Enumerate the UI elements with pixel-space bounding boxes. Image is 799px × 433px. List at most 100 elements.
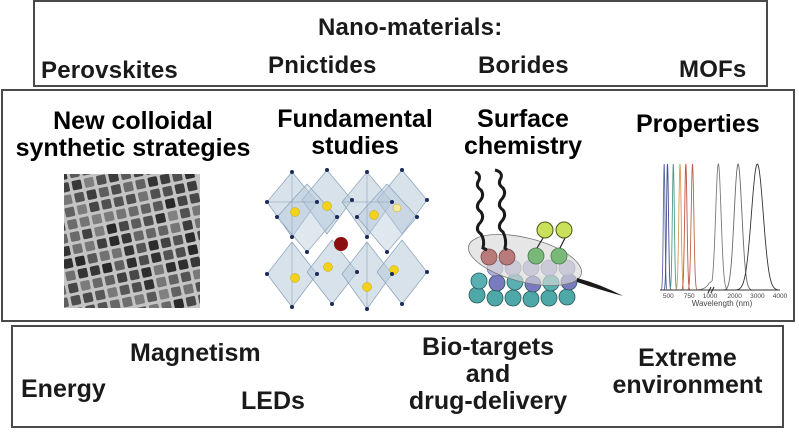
extreme-line1: Extreme bbox=[638, 344, 737, 372]
spectrum-xtick: 3000 bbox=[750, 293, 765, 300]
nanocube bbox=[130, 218, 142, 229]
nanocube bbox=[147, 176, 159, 187]
nanocube bbox=[168, 274, 180, 285]
fundamental-title: Fundamental studies bbox=[258, 106, 452, 160]
spectrum-xtick: 500 bbox=[663, 293, 674, 300]
nanocube bbox=[94, 289, 106, 301]
nanocube bbox=[64, 258, 74, 269]
nanocube bbox=[135, 178, 146, 190]
nanocube bbox=[120, 174, 132, 180]
nanocube bbox=[185, 295, 197, 307]
nanocube bbox=[138, 254, 150, 266]
nanocube bbox=[64, 194, 73, 206]
nanocube bbox=[121, 232, 132, 244]
spectrum-xlabel: Wavelength (nm) bbox=[692, 299, 753, 308]
nanocube bbox=[121, 296, 133, 308]
nanocube bbox=[131, 281, 143, 293]
spectrum-peak bbox=[687, 163, 698, 291]
nanocube bbox=[133, 230, 145, 242]
nanocube bbox=[132, 174, 144, 178]
nanocube bbox=[197, 229, 200, 241]
nanocube bbox=[173, 298, 185, 308]
nanocube bbox=[104, 274, 116, 286]
nanocube bbox=[82, 292, 94, 303]
nanocube bbox=[76, 204, 88, 215]
nanocube bbox=[189, 192, 200, 204]
nanocube bbox=[155, 212, 167, 224]
nanocube bbox=[72, 243, 84, 255]
nanocube bbox=[128, 205, 139, 217]
nanocube bbox=[175, 247, 187, 258]
spectrum-peak bbox=[724, 163, 752, 291]
perovskite-octahedra-structure bbox=[265, 168, 429, 311]
nanocube bbox=[64, 245, 71, 257]
nanocube bbox=[136, 242, 147, 254]
nanocube bbox=[64, 174, 68, 181]
nanocube bbox=[150, 252, 162, 263]
surface-title-line1: Surface bbox=[477, 105, 569, 133]
nanocube bbox=[143, 215, 154, 227]
nanocube bbox=[96, 238, 108, 249]
nanocube bbox=[141, 267, 152, 278]
nanocube bbox=[184, 174, 195, 180]
nanocube bbox=[123, 181, 134, 193]
nanocube bbox=[74, 191, 85, 203]
nanocube bbox=[99, 250, 111, 262]
spectrum-peak bbox=[660, 163, 668, 290]
nanocube bbox=[86, 189, 98, 200]
nanocube bbox=[126, 257, 138, 269]
nanocube bbox=[108, 174, 119, 183]
applications-panel bbox=[11, 325, 784, 428]
nanocube bbox=[97, 301, 109, 308]
nanocube bbox=[183, 283, 194, 295]
properties-title: Properties bbox=[636, 110, 760, 138]
nanocube bbox=[129, 269, 140, 281]
synthesis-title-line1: New colloidal bbox=[53, 107, 213, 135]
nanocube bbox=[79, 216, 91, 228]
nanocube bbox=[150, 188, 161, 200]
nanocube bbox=[163, 249, 174, 261]
spectrum-peak bbox=[681, 163, 691, 291]
nanocube bbox=[95, 174, 107, 186]
nanocube bbox=[171, 174, 183, 182]
nanocube bbox=[192, 268, 200, 280]
nanocube bbox=[158, 288, 170, 300]
nanocube bbox=[107, 287, 118, 298]
nanocube bbox=[89, 265, 101, 276]
nanocube bbox=[114, 260, 125, 271]
synthesis-title-line2: synthetic strategies bbox=[15, 134, 251, 162]
nanocube bbox=[148, 239, 159, 251]
nanocube bbox=[119, 284, 131, 296]
application-extreme-environment: Extreme environment bbox=[600, 345, 775, 399]
nanocube bbox=[91, 213, 103, 225]
nanocube bbox=[85, 304, 97, 308]
nanocube bbox=[140, 203, 152, 215]
nanocube bbox=[71, 179, 83, 191]
nanocube bbox=[161, 301, 172, 308]
nanocube bbox=[64, 297, 69, 308]
nanocube bbox=[116, 272, 128, 283]
nano-materials-title: Nano-materials: bbox=[318, 14, 503, 41]
tem-nanocube-image bbox=[64, 174, 200, 308]
nanocube bbox=[80, 280, 91, 291]
spectrum-xtick: 2000 bbox=[727, 293, 742, 300]
spectrum-peak bbox=[663, 163, 672, 291]
application-energy: Energy bbox=[21, 375, 106, 403]
material-pnictides: Pnictides bbox=[268, 52, 377, 79]
spectrum-peak bbox=[698, 162, 728, 291]
nanocube bbox=[137, 191, 149, 202]
nanocube bbox=[159, 174, 171, 185]
nanocube bbox=[116, 208, 127, 220]
nanocube bbox=[187, 244, 199, 256]
nanocube bbox=[68, 174, 80, 179]
nanocube bbox=[160, 237, 172, 249]
nanocube bbox=[172, 234, 184, 246]
nanocube bbox=[167, 210, 179, 222]
nanocube bbox=[109, 299, 121, 308]
nanocube bbox=[64, 206, 76, 218]
nanocube bbox=[125, 193, 137, 205]
nanocube bbox=[67, 282, 79, 294]
bio-line2: and bbox=[465, 360, 511, 388]
nanocube bbox=[186, 180, 198, 192]
